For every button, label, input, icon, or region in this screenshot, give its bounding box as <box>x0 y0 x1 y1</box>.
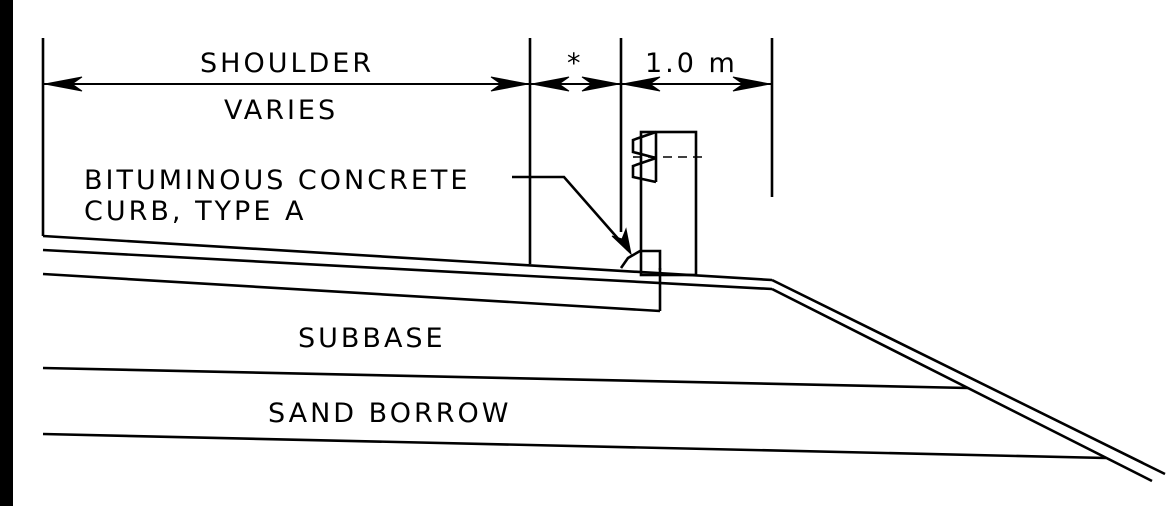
shoulder-label: SHOULDER <box>200 48 374 79</box>
slope-line-upper <box>771 278 1166 476</box>
pavement-layer-line <box>42 248 773 291</box>
left-border <box>0 0 13 506</box>
sand-borrow-label: SAND BORROW <box>268 398 511 429</box>
shoulder-arrow-right <box>490 76 529 92</box>
asterisk-arrow-left <box>531 76 570 92</box>
curb-leader-arrow <box>611 227 632 256</box>
varies-label: VARIES <box>224 95 338 126</box>
one-meter-arrow-right <box>732 76 771 92</box>
asterisk-label: * <box>567 48 584 79</box>
shoulder-arrow-left <box>44 76 83 92</box>
sand-borrow-bottom-line <box>42 432 1107 460</box>
rail-upper-bracket <box>631 130 657 160</box>
bituminous-curb <box>619 249 662 270</box>
curb-label-line2: CURB, TYPE A <box>84 196 306 227</box>
subbase-label: SUBBASE <box>298 323 446 354</box>
one-meter-arrow-left <box>622 76 661 92</box>
subbase-bottom-line <box>42 366 969 390</box>
shoulder-surface-line <box>42 234 773 282</box>
rail-lower-bracket <box>631 156 657 184</box>
curb-label-line1: BITUMINOUS CONCRETE <box>84 165 470 196</box>
asterisk-arrow-right <box>581 76 620 92</box>
slope-line-lower <box>771 287 1153 483</box>
pavement-base-line <box>42 272 661 313</box>
guardrail-post <box>639 130 698 277</box>
one-meter-label: 1.0 m <box>645 48 738 79</box>
curb-leader-line <box>512 175 629 251</box>
